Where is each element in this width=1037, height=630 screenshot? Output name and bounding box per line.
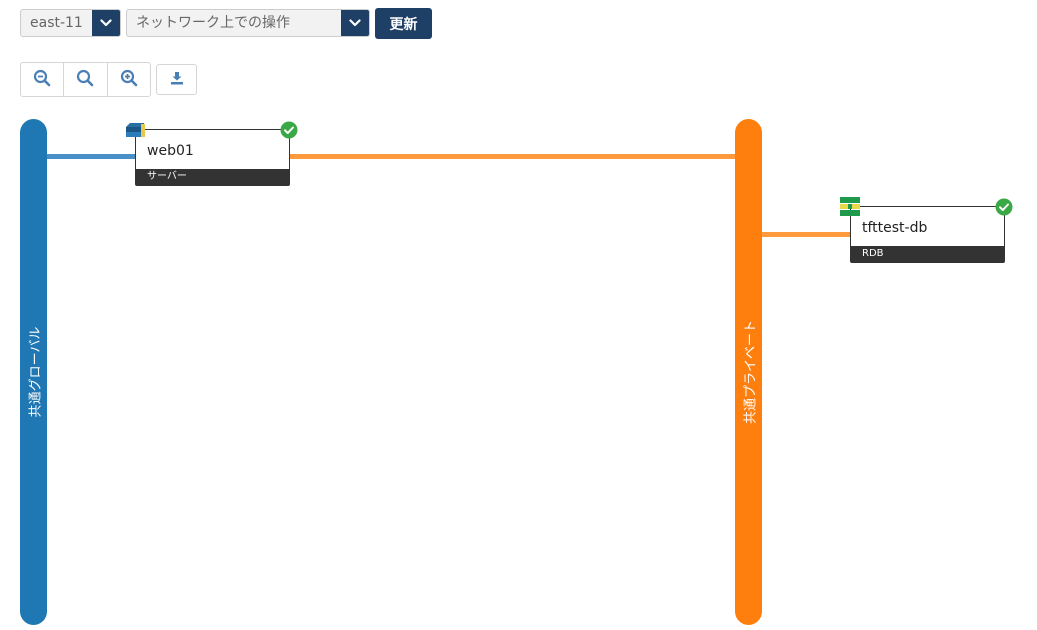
network-shared-private[interactable]: 共通プライベート bbox=[735, 119, 762, 625]
network-action-select[interactable]: ネットワーク上での操作 bbox=[126, 9, 370, 37]
download-icon bbox=[170, 70, 184, 89]
chevron-down-icon[interactable] bbox=[341, 10, 369, 36]
rdb-icon bbox=[839, 196, 861, 218]
network-label: 共通プライベート bbox=[743, 319, 758, 425]
search-icon bbox=[76, 69, 94, 91]
node-type-label: RDB bbox=[851, 246, 1004, 262]
node-name: tfttest-db bbox=[862, 220, 928, 236]
region-select-value: east-11 bbox=[30, 15, 83, 31]
download-button[interactable] bbox=[156, 64, 197, 95]
resource-node-web01[interactable]: web01 サーバー bbox=[135, 129, 290, 186]
status-ok-icon bbox=[280, 121, 298, 139]
server-icon bbox=[124, 121, 146, 143]
node-type-label: サーバー bbox=[136, 169, 289, 185]
update-button[interactable]: 更新 bbox=[375, 8, 432, 39]
zoom-out-button[interactable] bbox=[21, 63, 63, 96]
zoom-controls bbox=[20, 62, 151, 97]
zoom-in-button[interactable] bbox=[106, 63, 150, 96]
zoom-out-icon bbox=[33, 69, 51, 91]
status-ok-icon bbox=[995, 198, 1013, 216]
connection-web01-global bbox=[47, 154, 137, 159]
region-select[interactable]: east-11 bbox=[20, 9, 121, 37]
network-label: 共通グローバル bbox=[28, 326, 43, 418]
zoom-in-icon bbox=[120, 69, 138, 91]
resource-node-tfttest-db[interactable]: tfttest-db RDB bbox=[850, 206, 1005, 263]
connection-tfttest-db-private bbox=[762, 232, 852, 237]
network-shared-global[interactable]: 共通グローバル bbox=[20, 119, 47, 625]
zoom-reset-button[interactable] bbox=[63, 63, 106, 96]
chevron-down-icon[interactable] bbox=[92, 10, 120, 36]
network-action-placeholder: ネットワーク上での操作 bbox=[136, 15, 290, 31]
node-name: web01 bbox=[147, 143, 194, 159]
connection-web01-private bbox=[289, 154, 736, 159]
